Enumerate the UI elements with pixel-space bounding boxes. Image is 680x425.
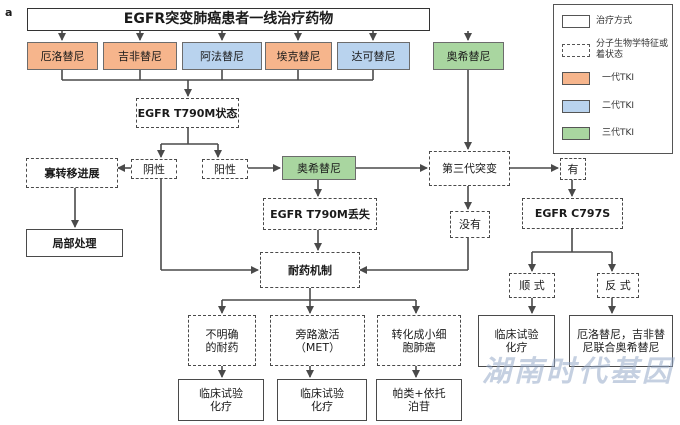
node-yes: 有 (560, 158, 586, 180)
legend-label-treatment: 治疗方式 (596, 16, 633, 26)
node-clinical-trial-2: 临床试验化疗 (277, 379, 367, 421)
node-third-gen-mutation: 第三代突变 (429, 151, 510, 186)
panel-label: a (5, 6, 13, 19)
legend-label-biomarker: 分子生物学特征或着状态 (596, 39, 669, 60)
node-oligo-progression: 寡转移进展 (26, 158, 118, 188)
node-positive: 阳性 (202, 159, 248, 179)
node-platinum-etoposide: 帕类+依托泊苷 (376, 379, 462, 421)
drug-gefitinib: 吉非替尼 (103, 42, 177, 70)
legend-swatch-gen1 (562, 72, 590, 85)
drug-erlotinib: 厄洛替尼 (27, 42, 98, 70)
drug-osimertinib: 奥希替尼 (433, 42, 504, 70)
node-none: 没有 (450, 211, 490, 238)
drug-icotinib: 埃克替尼 (265, 42, 332, 70)
watermark: 湖南时代基因 (482, 354, 675, 388)
node-local-treatment: 局部处理 (26, 229, 123, 257)
diagram-title: EGFR突变肺癌患者一线治疗药物 (27, 8, 430, 31)
node-negative: 阴性 (131, 159, 177, 179)
node-c797s: EGFR C797S (522, 198, 623, 229)
legend-label-gen3: 三代TKI (602, 128, 635, 138)
node-bypass-met: 旁路激活（MET） (270, 315, 365, 366)
node-trans: 反 式 (597, 273, 639, 298)
legend: 治疗方式 分子生物学特征或着状态 一代TKI 二代TKI 三代TKI (553, 4, 673, 154)
legend-label-gen2: 二代TKI (602, 101, 635, 111)
drug-afatinib: 阿法替尼 (182, 42, 262, 70)
node-t790m-status: EGFR T790M状态 (136, 98, 239, 128)
node-cis: 顺 式 (509, 273, 555, 298)
node-combo-therapy: 厄洛替尼，吉非替尼联合奥希替尼 (569, 315, 673, 367)
node-sclc-transform: 转化成小细胞肺癌 (377, 315, 461, 366)
node-t790m-loss: EGFR T790M丢失 (263, 198, 377, 230)
node-unclear-resistance: 不明确的耐药 (188, 315, 256, 366)
legend-swatch-treatment (562, 15, 590, 28)
node-clinical-trial-cis: 临床试验化疗 (478, 315, 555, 367)
legend-swatch-gen2 (562, 100, 590, 113)
node-resistance-mechanism: 耐药机制 (260, 252, 360, 288)
node-osimertinib-2: 奥希替尼 (282, 156, 356, 180)
legend-label-gen1: 一代TKI (602, 73, 635, 83)
legend-swatch-gen3 (562, 127, 590, 140)
legend-swatch-biomarker (562, 44, 590, 57)
node-clinical-trial-1: 临床试验化疗 (178, 379, 264, 421)
drug-dacomitinib: 达可替尼 (337, 42, 410, 70)
